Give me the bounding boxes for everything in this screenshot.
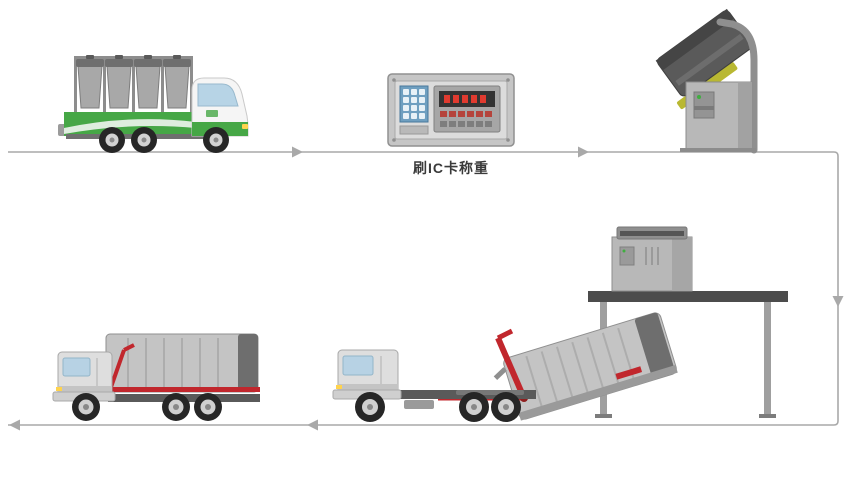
card-slot [399, 125, 429, 135]
headlight [242, 124, 248, 129]
indicator-buttons-row-2 [440, 121, 492, 127]
led-display-digits [444, 95, 486, 103]
compactor-station-icon [588, 226, 788, 418]
leg-foot-right [759, 414, 776, 418]
front-band [58, 386, 112, 392]
container-transport-truck-icon [52, 333, 260, 421]
leg-foot-left [595, 414, 612, 418]
lift-arm [716, 18, 758, 154]
platform-beam [588, 291, 788, 302]
flow-arrowhead-right-1 [292, 146, 303, 158]
corner-screws [392, 78, 510, 142]
bin-rack [74, 56, 193, 112]
container-bottom-rail [518, 364, 678, 421]
flow-line [8, 146, 844, 431]
flow-arrowhead-down [832, 296, 844, 307]
weighing-step-label: 刷IC卡称重 [413, 160, 489, 176]
flow-arrowhead-left-2 [9, 419, 20, 431]
compactor-unit [611, 226, 693, 292]
container-logo [615, 366, 643, 380]
cab-logo [206, 110, 218, 117]
compactor-indicator [622, 249, 626, 253]
body-stripe [64, 119, 196, 134]
container-ribs [127, 338, 219, 388]
container-rear-door [634, 312, 676, 380]
keypad-keys [403, 89, 425, 119]
ic-card-weighing-terminal-icon [387, 73, 515, 147]
wheels [355, 392, 521, 422]
tipper-base [680, 148, 756, 152]
wheels [99, 127, 229, 153]
compactor-body-side [672, 237, 692, 291]
front-band [338, 384, 398, 390]
compactor-panel [619, 246, 635, 266]
garbage-collection-truck-icon [58, 55, 249, 153]
wheels [72, 393, 222, 421]
container-ribs [525, 327, 636, 411]
windshield [197, 83, 239, 107]
container-rear-door [238, 334, 258, 392]
flow-arrowhead-right-2 [578, 146, 589, 158]
bin-tipper-icon [655, 8, 758, 154]
lid-opening [620, 231, 684, 236]
headlight [56, 387, 62, 391]
waste-bins [76, 55, 191, 109]
indicator-buttons-row-1 [440, 111, 492, 117]
compactor-vents [645, 247, 659, 265]
windshield [342, 355, 374, 376]
fuel-tank [404, 400, 434, 409]
canopy-leg-right [764, 300, 771, 416]
power-indicator [697, 95, 701, 99]
panel-slot [694, 106, 714, 110]
hook-lift-truck-icon [332, 328, 536, 422]
flow-arrowhead-left-1 [307, 419, 318, 431]
windshield [62, 357, 91, 377]
roll-off-container-icon [493, 312, 678, 421]
container-hook-bar [493, 367, 507, 380]
headlight [336, 385, 342, 389]
tipper-body-side [738, 82, 752, 150]
control-panel [693, 91, 715, 119]
